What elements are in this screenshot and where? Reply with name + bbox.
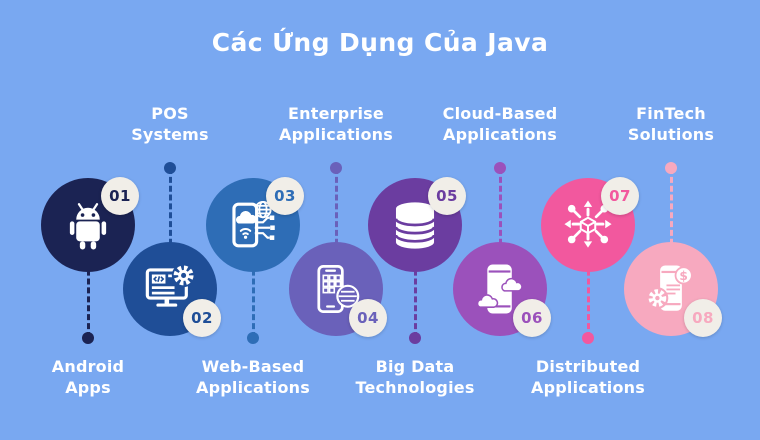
label-pos-systems: POS Systems <box>131 104 209 144</box>
page-title: Các Ứng Dụng Của Java <box>211 28 549 57</box>
connector-dashed-line <box>669 168 673 289</box>
label-enterprise-applications: Enterprise Applications <box>279 104 393 144</box>
badge-number: 05 <box>436 187 458 205</box>
connector-dot <box>247 332 259 344</box>
connector-dot <box>82 332 94 344</box>
connector-dot <box>164 162 176 174</box>
svg-text:$: $ <box>679 269 688 283</box>
connector-dashed-line <box>168 168 172 289</box>
badge-07: 07 <box>601 177 639 215</box>
circle-03 <box>206 178 300 272</box>
badge-02: 02 <box>183 299 221 337</box>
badge-04: 04 <box>349 299 387 337</box>
badge-number: 02 <box>191 309 213 327</box>
android-robot-icon <box>69 203 107 250</box>
database-stack-icon <box>394 202 436 249</box>
label-distributed-applications: Distributed Applications <box>531 357 645 397</box>
label-web-based-applications: Web-Based Applications <box>196 357 310 397</box>
badge-number: 08 <box>692 309 714 327</box>
circle-01 <box>41 178 135 272</box>
pos-terminal-gear-icon <box>145 263 196 307</box>
phone-dollar-gear-icon: $ <box>646 265 693 311</box>
label-cloud-based-applications: Cloud-Based Applications <box>442 104 558 144</box>
badge-03: 03 <box>266 177 304 215</box>
connector-dashed-line <box>498 168 502 289</box>
badge-number: 03 <box>274 187 296 205</box>
connector-dot <box>409 332 421 344</box>
phone-cloud-network-icon <box>232 200 275 248</box>
connector-dot <box>494 162 506 174</box>
connector-dot <box>582 332 594 344</box>
connector-dashed-line <box>413 225 417 338</box>
connector-dashed-line <box>586 225 590 338</box>
label-big-data-technologies: Big Data Technologies <box>355 357 475 397</box>
badge-number: 06 <box>521 309 543 327</box>
badge-number: 01 <box>109 187 131 205</box>
connector-dashed-line <box>334 168 338 289</box>
badge-08: 08 <box>684 299 722 337</box>
label-android-apps: Android Apps <box>51 357 125 397</box>
badge-05: 05 <box>428 177 466 215</box>
connector-dot <box>330 162 342 174</box>
cube-distributed-network-icon <box>564 200 612 248</box>
badge-01: 01 <box>101 177 139 215</box>
connector-dot <box>665 162 677 174</box>
connector-dashed-line <box>86 225 90 338</box>
badge-number: 07 <box>609 187 631 205</box>
circle-05 <box>368 178 462 272</box>
badge-06: 06 <box>513 299 551 337</box>
label-fintech-solutions: FinTech Solutions <box>627 104 715 144</box>
badge-number: 04 <box>357 309 379 327</box>
phone-keypad-globe-icon <box>317 264 360 314</box>
phone-clouds-icon <box>476 264 523 314</box>
connector-dashed-line <box>251 225 255 338</box>
